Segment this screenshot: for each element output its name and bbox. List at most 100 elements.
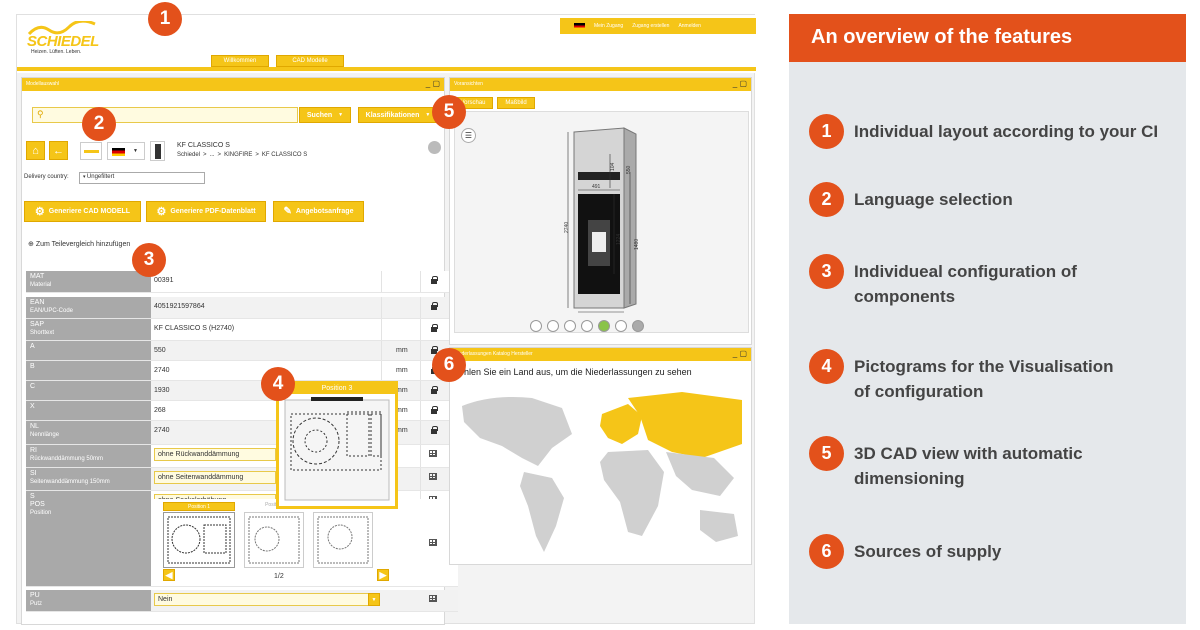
row-label-sub: Seitenwanddämmung 150mm bbox=[30, 479, 110, 485]
chevron-down-icon: ▼ bbox=[371, 596, 377, 603]
delivery-country-value: Ungefiltert bbox=[86, 174, 115, 180]
breadcrumb-sep: > bbox=[203, 152, 207, 158]
table-icon[interactable] bbox=[429, 595, 437, 602]
model-selection-header: Modellauswahl_ ▢ bbox=[22, 78, 444, 91]
tab-massbild[interactable]: Maßbild bbox=[497, 97, 535, 109]
table-icon[interactable] bbox=[429, 539, 437, 546]
generate-cad-button[interactable]: ⚙Generiere CAD MODELL bbox=[24, 201, 141, 222]
search-button-label: Suchen bbox=[306, 111, 333, 119]
row-label-code: A bbox=[30, 343, 35, 350]
row-label-code: MAT bbox=[30, 273, 45, 280]
view-front-icon[interactable] bbox=[564, 320, 576, 332]
edit-icon: ✎ bbox=[283, 206, 292, 217]
lock-icon bbox=[431, 276, 438, 284]
view-cube-icon[interactable] bbox=[530, 320, 542, 332]
row-unit: mm bbox=[396, 387, 408, 394]
column-divider bbox=[381, 319, 382, 340]
world-map[interactable] bbox=[452, 386, 749, 560]
chevron-down-icon: ▼ bbox=[338, 112, 344, 118]
feature-number-badge: 6 bbox=[809, 534, 844, 569]
delivery-country-select[interactable]: ▾ Ungefiltert bbox=[79, 172, 205, 184]
feature-text: Language selection bbox=[854, 190, 1013, 209]
column-divider bbox=[420, 271, 421, 292]
generate-pdf-button[interactable]: ⚙Generiere PDF-Datenblatt bbox=[146, 201, 266, 222]
tab-willkommen[interactable]: Willkommen bbox=[211, 55, 269, 67]
row-label-code: SAP bbox=[30, 321, 45, 328]
window-controls-icon[interactable]: _ ▢ bbox=[732, 349, 747, 358]
view-solid-icon[interactable] bbox=[632, 320, 644, 332]
row-label-sub: Position bbox=[30, 510, 52, 516]
link-mein-zugang[interactable]: Mein Zugang bbox=[594, 23, 624, 29]
breadcrumb-item[interactable]: KINGFIRE bbox=[224, 152, 253, 158]
classification-button-label: Klassifikationen bbox=[365, 111, 420, 119]
home-button[interactable]: ⌂ bbox=[26, 141, 45, 160]
refresh-icon[interactable] bbox=[428, 141, 441, 154]
position-pager: 1/2 bbox=[274, 573, 284, 580]
row-label: A bbox=[26, 341, 151, 360]
flag-de-icon bbox=[112, 148, 125, 156]
cad-viewport[interactable]: ☰ 491 2740 1224 1480 104 550 bbox=[454, 111, 749, 333]
next-position-button[interactable]: ▶ bbox=[377, 569, 389, 581]
position-thumb-3[interactable] bbox=[313, 512, 373, 568]
search-button[interactable]: Suchen ▼ bbox=[299, 107, 351, 123]
feature-text: 3D CAD view with automatic dimensioning bbox=[854, 444, 1083, 488]
row-label-code: PU bbox=[30, 592, 40, 599]
putz-select[interactable]: Nein bbox=[154, 593, 380, 606]
logo-flame-icon bbox=[27, 21, 96, 35]
table-icon[interactable] bbox=[429, 450, 437, 457]
position-thumb-2[interactable] bbox=[244, 512, 304, 568]
feature-number-badge: 3 bbox=[809, 254, 844, 289]
row-unit: mm bbox=[396, 427, 408, 434]
quote-request-button[interactable]: ✎Angebotsanfrage bbox=[273, 201, 364, 222]
feature-item-2: 2 Language selection bbox=[809, 182, 1169, 242]
dim-label: 550 bbox=[626, 165, 632, 174]
row-value: 550 bbox=[154, 347, 166, 354]
view-side-icon[interactable] bbox=[581, 320, 593, 332]
breadcrumb-item[interactable]: ... bbox=[209, 152, 215, 158]
view-wire-icon[interactable] bbox=[547, 320, 559, 332]
search-icon: ⚲ bbox=[37, 109, 44, 119]
view-layers-icon[interactable] bbox=[615, 320, 627, 332]
row-label: X bbox=[26, 401, 151, 420]
view-color-icon[interactable] bbox=[598, 320, 610, 332]
position-thumb-1[interactable] bbox=[163, 512, 235, 568]
breadcrumb-item: KF CLASSICO S bbox=[261, 152, 308, 158]
language-selector[interactable]: ▼ bbox=[107, 142, 145, 160]
option-select[interactable]: ohne Seitenwanddämmung bbox=[154, 471, 276, 484]
link-anmelden[interactable]: Anmelden bbox=[678, 23, 701, 29]
back-button[interactable]: ← bbox=[49, 141, 68, 160]
supply-prompt: hlen Sie ein Land aus, um die Niederlass… bbox=[464, 367, 692, 377]
chevron-down-icon: ▾ bbox=[83, 174, 87, 180]
breadcrumb-sep: > bbox=[217, 152, 222, 158]
position-tab-1[interactable]: Position 1 bbox=[163, 502, 235, 511]
option-select[interactable]: ohne Rückwanddämmung bbox=[154, 448, 276, 461]
putz-dropdown-button[interactable]: ▼ bbox=[368, 593, 380, 606]
position-tab-2[interactable]: Position bbox=[265, 502, 283, 508]
breadcrumb-item[interactable]: Schiedel bbox=[177, 152, 201, 158]
link-zugang-erstellen[interactable]: Zugang erstellen bbox=[632, 23, 670, 29]
prev-position-button[interactable]: ◀ bbox=[163, 569, 175, 581]
schiedel-logo[interactable]: SCHIEDEL Heizen. Lüften. Leben. bbox=[25, 21, 105, 57]
row-label-sub: Material bbox=[30, 282, 52, 288]
row-label-sub: Rückwanddämmung 50mm bbox=[30, 456, 104, 462]
table-icon[interactable] bbox=[429, 473, 437, 480]
window-controls-icon[interactable]: _ ▢ bbox=[732, 79, 747, 88]
compare-link[interactable]: ⊕ Zum Teilevergleich hinzufügen bbox=[28, 240, 130, 248]
tab-cad-modelle[interactable]: CAD Modelle bbox=[276, 55, 344, 67]
lock-icon bbox=[431, 406, 438, 414]
list-icon[interactable]: ☰ bbox=[461, 128, 476, 143]
search-input[interactable]: ⚲ bbox=[32, 107, 298, 123]
window-controls-icon[interactable]: _ ▢ bbox=[425, 79, 440, 88]
row-label-code: RI bbox=[30, 447, 37, 454]
flag-de-icon[interactable] bbox=[574, 22, 585, 30]
classification-button[interactable]: Klassifikationen▼ bbox=[358, 107, 438, 123]
feature-number-badge: 2 bbox=[809, 182, 844, 217]
